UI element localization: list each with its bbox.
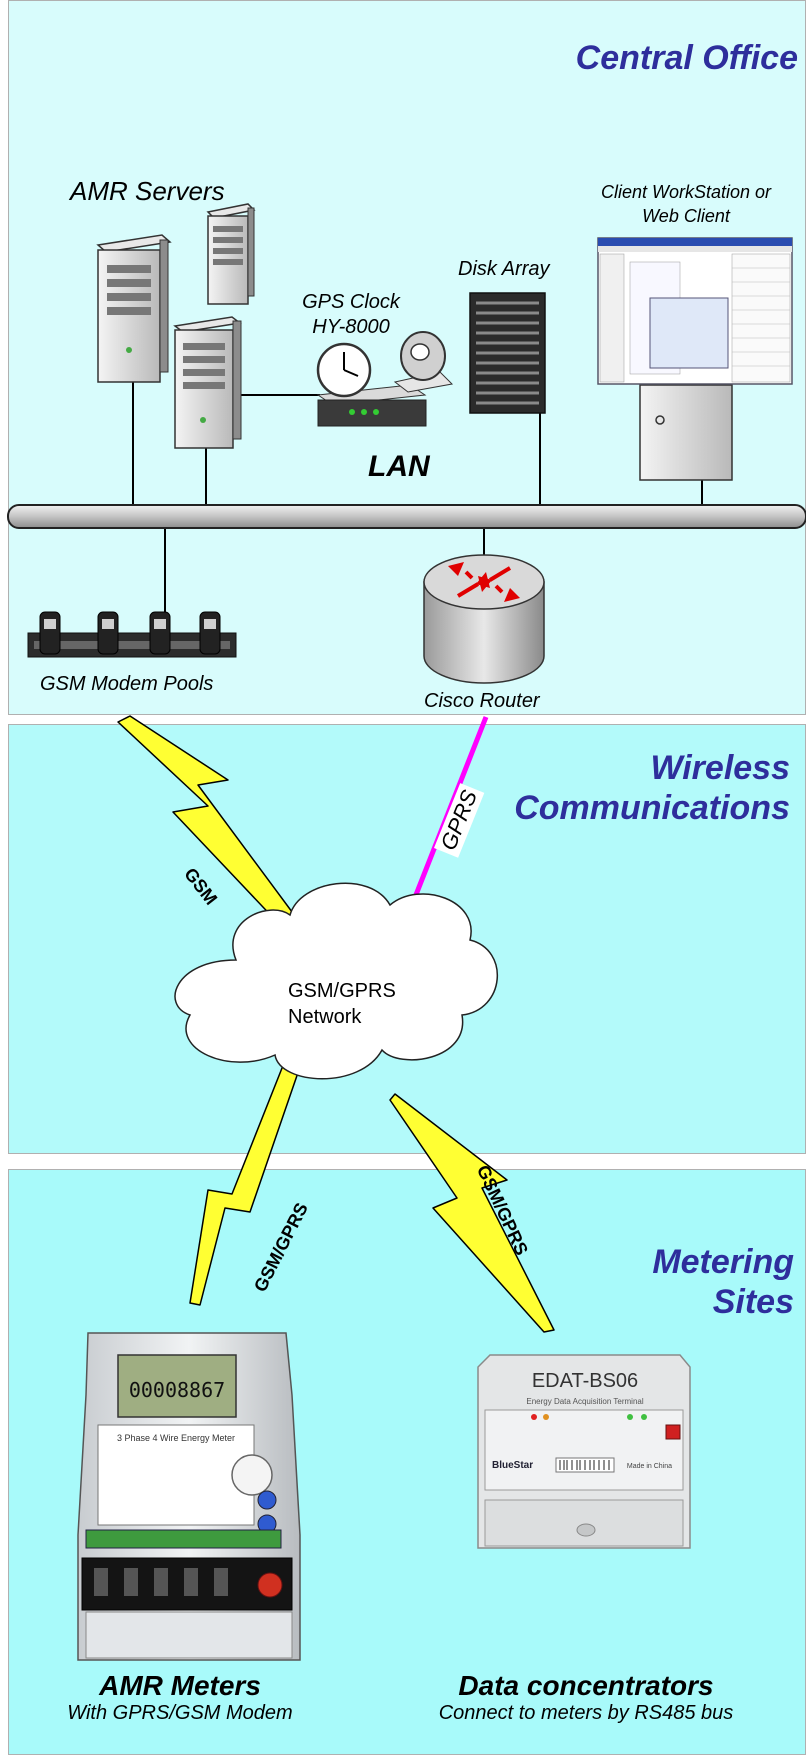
cisco-router-label: Cisco Router — [424, 690, 540, 712]
concentrator-made-text: Made in China — [627, 1463, 672, 1470]
lan-label: LAN — [368, 450, 430, 483]
data-concentrators-subtitle: Connect to meters by RS485 bus — [438, 1702, 734, 1724]
concentrator-subtitle-text: Energy Data Acquisition Terminal — [526, 1397, 643, 1406]
gsm-gprs-cloud — [174, 882, 499, 1080]
gsm-modem-pool — [27, 611, 237, 658]
client-workstation-label-line1: Client WorkStation or — [600, 182, 772, 202]
data-concentrators-caption: Data concentrators Connect to meters by … — [406, 1670, 766, 1725]
data-concentrator: EDAT-BS06 Energy Data Acquisition Termin… — [477, 1354, 691, 1549]
amr-meter: 00008867 3 Phase 4 Wire Energy Meter — [77, 1332, 301, 1661]
gps-clock-label: GPS Clock HY-8000 — [289, 290, 413, 340]
lan-bus — [7, 504, 806, 529]
meter-model-text: 3 Phase 4 Wire Energy Meter — [117, 1433, 235, 1443]
network-cloud-label-line2: Network — [288, 1006, 362, 1028]
disk-array-label: Disk Array — [458, 258, 550, 280]
client-workstation — [597, 237, 793, 481]
gsm-gprs-lightning-right — [389, 1093, 555, 1333]
network-cloud-label: GSM/GPRS Network — [288, 978, 396, 1030]
section-title-wireless-line2: Communications — [514, 789, 790, 827]
amr-server-2 — [206, 203, 256, 305]
amr-server-3 — [173, 316, 242, 449]
client-workstation-label: Client WorkStation or Web Client — [560, 180, 806, 228]
gsm-modem-pools-label: GSM Modem Pools — [40, 673, 214, 695]
concentrator-model-text: EDAT-BS06 — [532, 1370, 638, 1392]
gps-clock-label-line2: HY-8000 — [312, 316, 390, 338]
gps-clock-label-line1: GPS Clock — [302, 291, 400, 313]
amr-servers-label: AMR Servers — [70, 176, 225, 206]
gsm-gprs-lightning-left — [189, 1057, 303, 1306]
data-concentrators-title: Data concentrators — [458, 1670, 714, 1701]
section-title-central-office: Central Office — [575, 39, 798, 77]
meter-display-reading: 00008867 — [129, 1378, 225, 1402]
amr-meters-caption: AMR Meters With GPRS/GSM Modem — [30, 1670, 330, 1725]
section-title-wireless: Wireless Communications — [514, 748, 790, 828]
disk-array — [469, 292, 546, 414]
network-cloud-label-line1: GSM/GPRS — [288, 980, 396, 1002]
gps-clock — [316, 331, 454, 427]
section-title-metering-line2: Sites — [712, 1283, 794, 1321]
amr-server-1 — [96, 234, 172, 383]
section-title-wireless-line1: Wireless — [650, 749, 790, 787]
section-title-metering-line1: Metering — [652, 1243, 794, 1281]
client-workstation-label-line2: Web Client — [642, 206, 730, 226]
amr-meters-subtitle: With GPRS/GSM Modem — [67, 1702, 293, 1724]
cisco-router — [423, 554, 545, 684]
concentrator-brand-text: BlueStar — [492, 1460, 533, 1471]
amr-meters-title: AMR Meters — [99, 1670, 261, 1701]
section-title-metering: Metering Sites — [652, 1242, 794, 1322]
